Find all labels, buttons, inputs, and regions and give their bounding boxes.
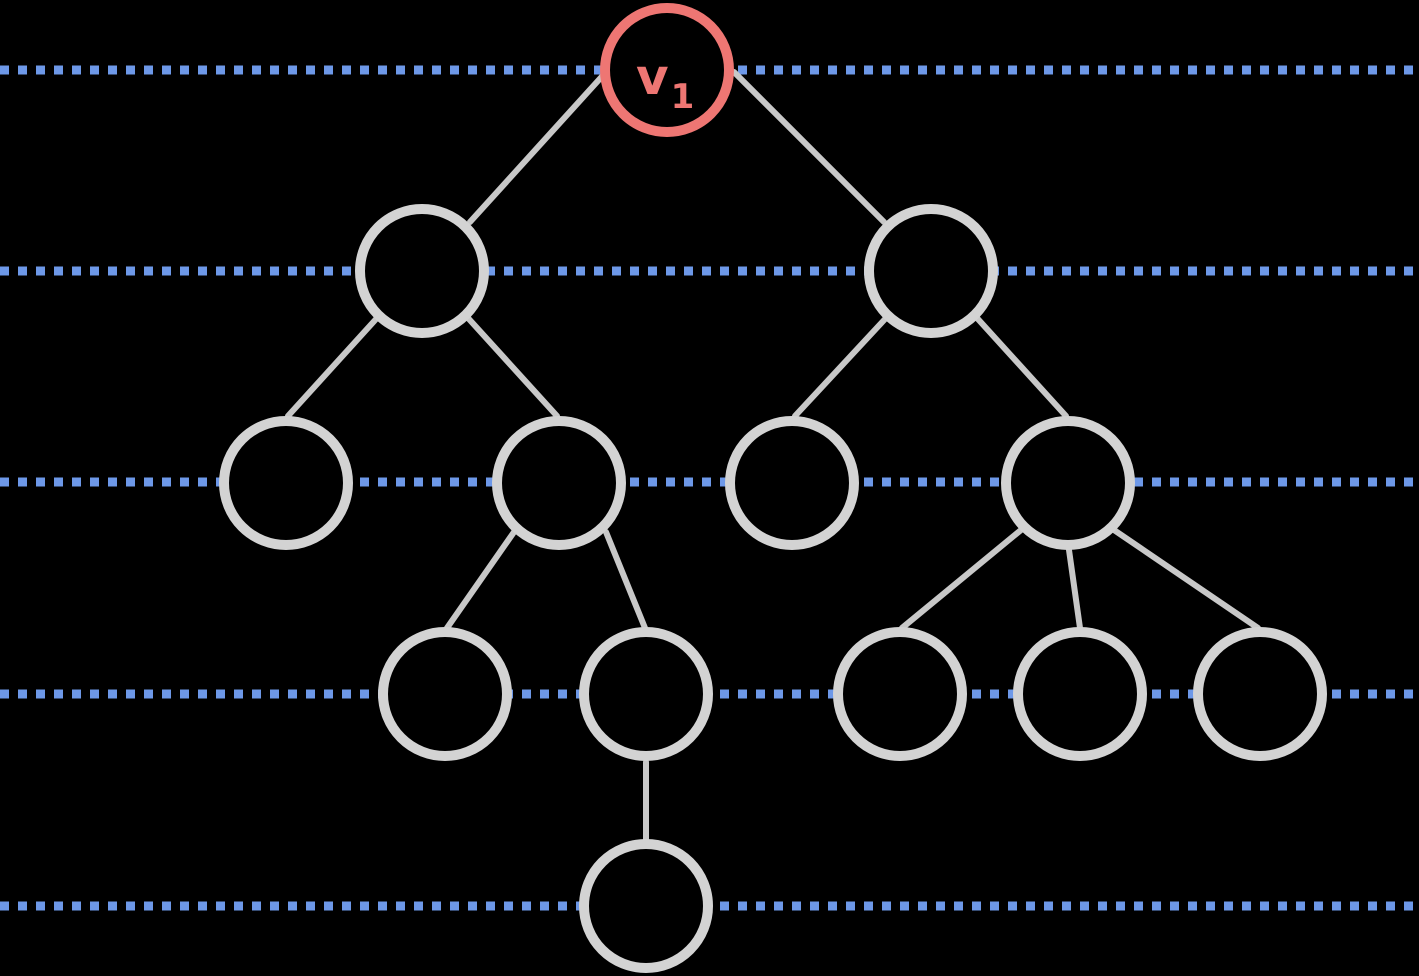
edge-l1a-l2b [465, 315, 560, 419]
edges [285, 69, 1261, 843]
edge-l2d-l3c [899, 527, 1024, 631]
edge-l2b-l3b [603, 529, 648, 631]
root-node-subscript: 1 [671, 77, 695, 117]
nodes [219, 204, 1327, 973]
edge-root-left [467, 69, 609, 225]
tree-node-l2b [492, 416, 626, 550]
tree-node-l3b [579, 627, 713, 761]
tree-node-l3c [833, 627, 967, 761]
tree-node-l2d [1001, 416, 1135, 550]
tree-node-l1a [355, 204, 489, 338]
edge-l2b-l3a [444, 529, 517, 631]
edge-root-right [731, 69, 887, 225]
tree-node-l1b [864, 204, 998, 338]
edge-l2d-l3e [1111, 527, 1261, 631]
tree-node-l3a [378, 627, 512, 761]
root-node-letter: v [636, 48, 669, 106]
tree-node-l2c [725, 416, 859, 550]
tree-node-l2a [219, 416, 353, 550]
level-lines [0, 65, 1419, 911]
edge-l2d-l3d [1066, 547, 1083, 631]
tree-node-l3d [1013, 627, 1147, 761]
root-node-label: v1 [636, 48, 694, 117]
edge-l1b-l2d [974, 315, 1069, 419]
root-node [600, 3, 734, 137]
tree-node-l4a [579, 839, 713, 973]
root-node-group: v1 [600, 3, 734, 137]
tree-node-l3e [1193, 627, 1327, 761]
edge-l1b-l2c [792, 315, 889, 419]
edge-l1a-l2a [285, 315, 380, 419]
